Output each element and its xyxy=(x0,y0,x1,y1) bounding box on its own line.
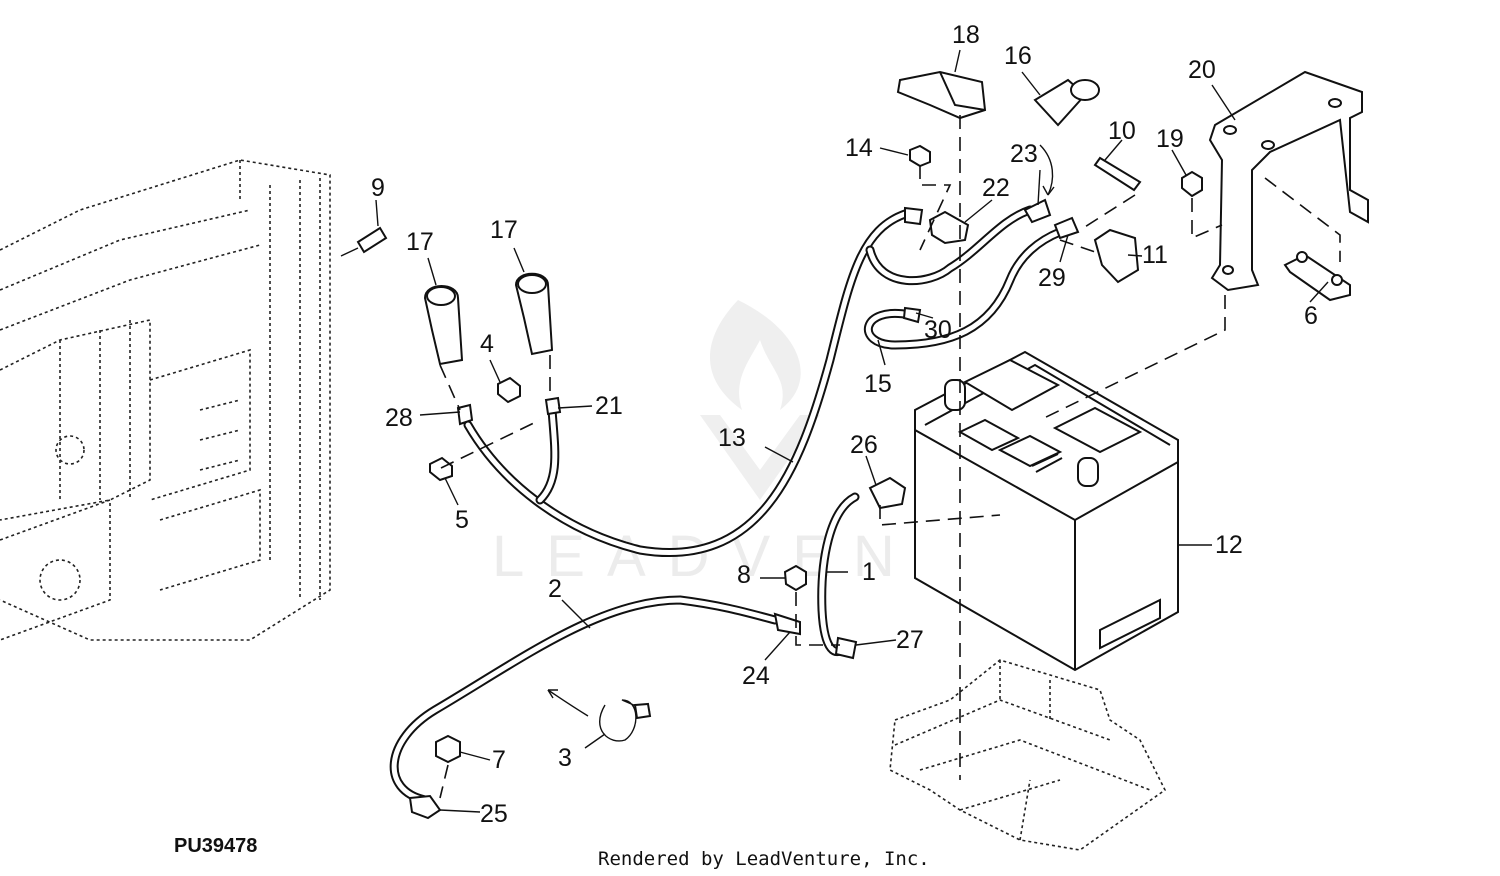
callout-7: 7 xyxy=(492,746,506,774)
callout-22: 22 xyxy=(982,174,1010,202)
callout-13: 13 xyxy=(718,424,746,452)
callout-17-right: 17 xyxy=(490,216,518,244)
callout-10: 10 xyxy=(1108,117,1136,145)
callout-23: 23 xyxy=(1010,140,1038,168)
callout-6: 6 xyxy=(1304,302,1318,330)
callout-1: 1 xyxy=(862,558,876,586)
callout-17-left: 17 xyxy=(406,228,434,256)
callout-5: 5 xyxy=(455,506,469,534)
hold-down-clamp xyxy=(1283,251,1351,302)
leader-lines xyxy=(340,49,1329,813)
callout-25: 25 xyxy=(480,800,508,828)
callout-4: 4 xyxy=(480,330,494,358)
hold-down-bracket xyxy=(1208,70,1369,292)
callouts: 9 17 17 4 28 21 5 18 16 14 10 19 20 20 2… xyxy=(371,21,1318,828)
battery-tray xyxy=(889,659,1167,851)
callout-8: 8 xyxy=(737,561,751,589)
callout-14: 14 xyxy=(845,134,873,162)
cable-15 xyxy=(863,205,1065,350)
callout-16: 16 xyxy=(1004,42,1032,70)
cable-13 xyxy=(463,209,910,557)
callout-29: 29 xyxy=(1038,264,1066,292)
battery xyxy=(914,350,1179,672)
callout-18: 18 xyxy=(952,21,980,49)
callout-30: 30 xyxy=(924,316,952,344)
callout-24: 24 xyxy=(742,662,770,690)
callout-2: 2 xyxy=(548,575,562,603)
callout-21: 21 xyxy=(595,392,623,420)
callout-9: 9 xyxy=(371,174,385,202)
credit-line: Rendered by LeadVenture, Inc. xyxy=(598,848,930,870)
callout-19: 19 xyxy=(1156,125,1184,153)
figure-id: PU39478 xyxy=(174,835,257,857)
callout-28: 28 xyxy=(385,404,413,432)
cable-2 xyxy=(389,595,780,805)
callout-27-text: 27 xyxy=(896,626,924,654)
callout-12: 12 xyxy=(1215,531,1243,559)
terminal-boots xyxy=(423,70,1100,366)
callout-26: 26 xyxy=(850,431,878,459)
callout-11: 11 xyxy=(1142,241,1168,269)
callout-15: 15 xyxy=(864,370,892,398)
callout-20-label: 20 xyxy=(1188,56,1216,84)
hardware xyxy=(356,144,1203,764)
callout-3: 3 xyxy=(558,744,572,772)
terminals xyxy=(408,198,1080,820)
tractor-frame xyxy=(0,159,331,641)
